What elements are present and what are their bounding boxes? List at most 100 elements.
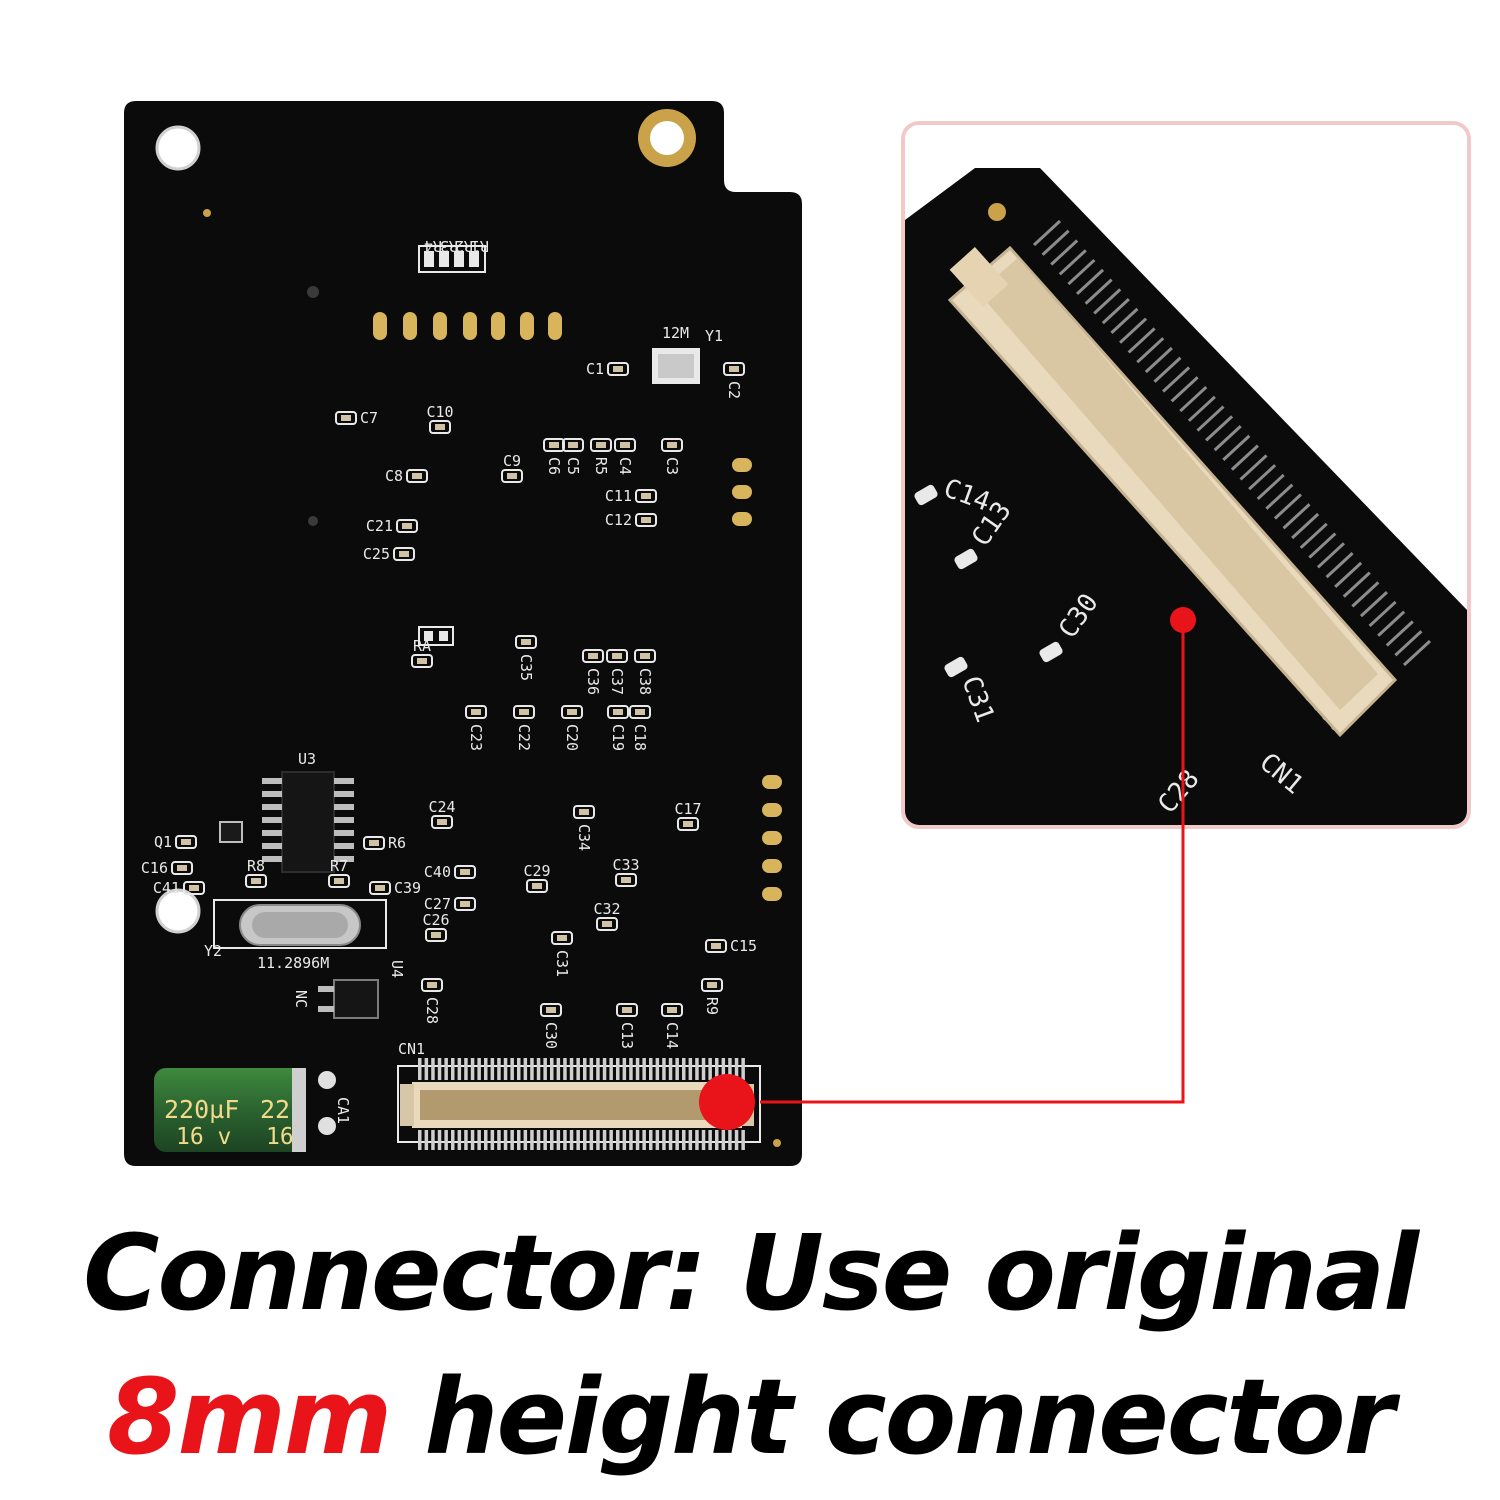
component-reference-label: R5	[592, 457, 610, 475]
crystal-frequency-label: 12M	[662, 324, 689, 342]
component-c7: C7	[335, 409, 378, 427]
component-reference-label: Q1	[154, 833, 172, 851]
component-c23: C23	[465, 705, 487, 751]
component-reference-label: C7	[360, 409, 378, 427]
component-reference-label: C1	[586, 360, 604, 378]
component-q1: Q1	[154, 833, 197, 851]
capacitor-voltage-label: 16 v	[176, 1124, 231, 1150]
capacitor-voltage-partial: 16	[266, 1124, 294, 1150]
edge-pads-side	[762, 775, 782, 901]
resistor-array-label: R2	[455, 237, 473, 255]
component-reference-label: C40	[424, 863, 451, 881]
caption-line-2: 8mm height connector	[0, 1356, 1500, 1478]
crystal-frequency-label: 11.2896M	[257, 954, 329, 972]
component-c36: C36	[582, 649, 604, 695]
component-c3: C3	[661, 438, 683, 475]
component-c22: C22	[513, 705, 535, 751]
mounting-hole	[155, 125, 201, 171]
gold-pad-row	[373, 312, 562, 340]
component-reference-label: C30	[542, 1022, 560, 1049]
resistor-array: R4 R3 R2 R1	[418, 237, 489, 273]
component-ra: RA	[411, 637, 433, 668]
component-r8: R8	[245, 857, 267, 888]
component-reference-label: C39	[394, 879, 421, 897]
caption-line-1: Connector: Use original	[83, 1212, 1419, 1334]
component-c14: C14	[661, 1003, 683, 1049]
component-r6: R6	[363, 834, 406, 852]
component-c38: C38	[634, 649, 656, 695]
component-reference-label: C35	[517, 654, 535, 681]
transistor-q1	[219, 821, 243, 843]
component-c8: C8	[385, 467, 428, 485]
component-r9: R9	[701, 978, 723, 1015]
component-c4: C4	[614, 438, 636, 475]
component-r5: R5	[590, 438, 612, 475]
ic-u3: U3	[262, 750, 354, 873]
component-reference-label: C11	[605, 487, 632, 505]
board-connector-cn1: CN1	[397, 1040, 761, 1150]
component-c16: C16	[141, 859, 193, 877]
edge-pads-top	[732, 458, 752, 526]
component-reference-label: R9	[703, 997, 721, 1015]
electrolytic-capacitor: 220µF 16 v 22 16 CA1	[154, 1068, 352, 1152]
component-reference-label: C2	[725, 381, 743, 399]
component-reference-label: C17	[674, 800, 701, 818]
crystal-reference-label: Y2	[204, 942, 222, 960]
component-c39: C39	[369, 879, 421, 897]
component-c10: C10	[426, 403, 454, 434]
component-c26: C26	[422, 911, 450, 942]
ic-reference-label: U3	[298, 750, 316, 768]
component-c34: C34	[573, 805, 595, 851]
component-c18: C18	[629, 705, 651, 751]
component-reference-label: C20	[563, 724, 581, 751]
component-c31: C31	[551, 931, 573, 977]
component-reference-label: C18	[631, 724, 649, 751]
component-reference-label: C32	[593, 900, 620, 918]
component-c15: C15	[705, 937, 757, 955]
component-reference-label: R8	[247, 857, 265, 875]
component-c35: C35	[515, 635, 537, 681]
caption-rest: height connector	[390, 1356, 1394, 1478]
component-c19: C19	[607, 705, 629, 751]
capacitor-value-partial: 22	[260, 1095, 290, 1124]
capacitor-value-label: 220µF	[164, 1095, 239, 1124]
component-c2: C2	[723, 362, 745, 399]
component-c13: C13	[616, 1003, 638, 1049]
component-reference-label: C28	[423, 997, 441, 1024]
component-c40: C40	[424, 863, 476, 881]
component-reference-label: C38	[636, 668, 654, 695]
callout-pointer	[699, 607, 1196, 1130]
capacitor-reference-label: CA1	[334, 1097, 352, 1124]
component-reference-label: C4	[616, 457, 634, 475]
component-c37: C37	[606, 649, 628, 695]
component-c28: C28	[421, 978, 443, 1024]
component-reference-label: RA	[413, 637, 431, 655]
component-reference-label: C22	[515, 724, 533, 751]
component-reference-label: C23	[467, 724, 485, 751]
component-reference-label: C15	[730, 937, 757, 955]
regulator-reference-label: U4	[388, 960, 406, 978]
component-c6: C6	[543, 438, 565, 475]
component-c12: C12	[605, 511, 657, 529]
resistor-array-label: R4	[424, 237, 442, 255]
zoom-inset: C14 C13 C30 C31 CN1 C28	[901, 121, 1471, 829]
component-reference-label: C12	[605, 511, 632, 529]
component-reference-label: C21	[366, 517, 393, 535]
component-reference-label: C10	[426, 403, 453, 421]
component-c24: C24	[428, 798, 456, 829]
component-reference-label: C37	[608, 668, 626, 695]
component-reference-label: C5	[564, 457, 582, 475]
component-reference-label: C9	[503, 452, 521, 470]
regulator-u4: U4 NC	[292, 960, 406, 1019]
component-reference-label: C36	[584, 668, 602, 695]
component-c30: C30	[540, 1003, 562, 1049]
component-c20: C20	[561, 705, 583, 751]
caption-highlight: 8mm	[107, 1356, 392, 1478]
component-c17: C17	[674, 800, 702, 831]
component-reference-label: C25	[363, 545, 390, 563]
component-reference-label: C8	[385, 467, 403, 485]
regulator-pin-label: NC	[292, 990, 310, 1008]
component-reference-label: C13	[618, 1022, 636, 1049]
component-r7: R7	[328, 857, 350, 888]
